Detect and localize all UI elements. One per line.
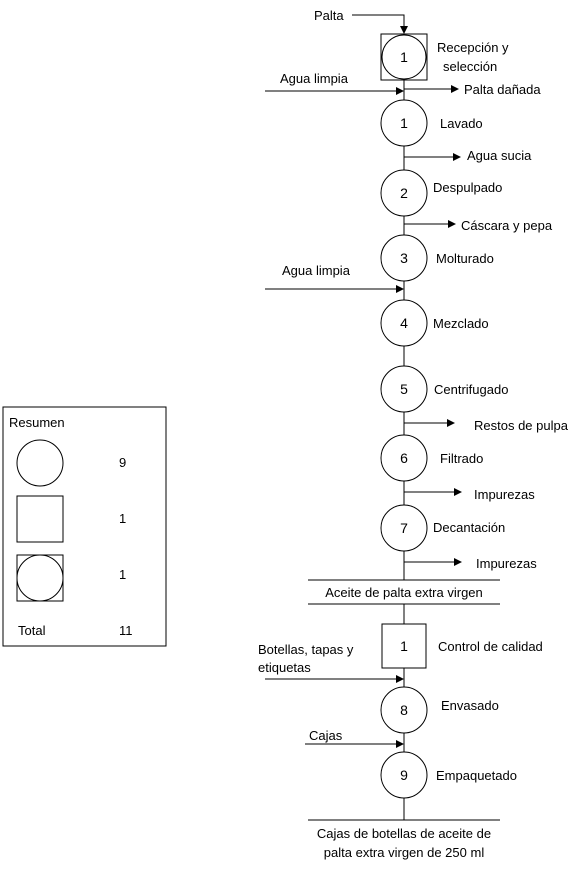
step-label: Molturado bbox=[436, 251, 494, 266]
step-envasado: 8 Envasado bbox=[380, 686, 499, 734]
output-restos-pulpa-label: Restos de pulpa bbox=[474, 418, 569, 433]
summary-total-count: 11 bbox=[119, 623, 133, 638]
summary-operation-circle bbox=[16, 439, 64, 487]
final-product-label: Cajas de botellas de aceite de bbox=[317, 826, 491, 841]
step-number: 3 bbox=[400, 250, 408, 266]
summary-inspection-square bbox=[16, 495, 64, 543]
input-agua-limpia-label: Agua limpia bbox=[280, 71, 349, 86]
step-label: Recepción y bbox=[437, 40, 509, 55]
summary-combined-count: 1 bbox=[119, 567, 126, 582]
summary-total-label: Total bbox=[18, 623, 46, 638]
summary-combined-circle bbox=[16, 554, 64, 602]
output-agua-sucia-label: Agua sucia bbox=[467, 148, 532, 163]
step-label: selección bbox=[443, 59, 497, 74]
output-impurezas-1: Impurezas bbox=[403, 483, 535, 502]
operation-circle-shape bbox=[380, 686, 428, 734]
step-number: 1 bbox=[400, 115, 408, 131]
step-recepcion-seleccion: 1 Recepción y selección bbox=[380, 33, 509, 81]
operation-circle-shape bbox=[380, 504, 428, 552]
step-molturado: 3 Molturado bbox=[380, 234, 494, 282]
output-agua-sucia: Agua sucia bbox=[403, 148, 532, 163]
step-despulpado: 2 Despulpado bbox=[380, 169, 502, 217]
operation-circle-shape bbox=[380, 365, 428, 413]
input-cajas: Cajas bbox=[305, 728, 404, 748]
step-label: Despulpado bbox=[433, 180, 502, 195]
step-number: 7 bbox=[400, 520, 408, 536]
intermediate-product: Aceite de palta extra virgen bbox=[308, 579, 500, 605]
output-impurezas-label: Impurezas bbox=[476, 556, 537, 571]
step-number: 1 bbox=[400, 49, 408, 65]
final-product: Cajas de botellas de aceite de palta ext… bbox=[308, 819, 500, 860]
input-cajas-label: Cajas bbox=[309, 728, 343, 743]
operation-circle-shape bbox=[380, 434, 428, 482]
step-label: Empaquetado bbox=[436, 768, 517, 783]
output-impurezas-label: Impurezas bbox=[474, 487, 535, 502]
step-mezclado: 4 Mezclado bbox=[380, 299, 489, 347]
step-number: 6 bbox=[400, 450, 408, 466]
operation-circle-shape bbox=[380, 234, 428, 282]
step-label: Centrifugado bbox=[434, 382, 508, 397]
intermediate-product-label: Aceite de palta extra virgen bbox=[325, 585, 483, 600]
input-agua-limpia-1: Agua limpia bbox=[265, 71, 404, 95]
step-label: Mezclado bbox=[433, 316, 489, 331]
step-lavado: 1 Lavado bbox=[380, 99, 483, 147]
step-label: Filtrado bbox=[440, 451, 483, 466]
operation-circle-shape bbox=[380, 751, 428, 799]
input-palta-label: Palta bbox=[314, 8, 344, 23]
step-empaquetado: 9 Empaquetado bbox=[380, 751, 517, 799]
output-palta-danada: Palta dañada bbox=[404, 82, 541, 97]
summary-inspections-count: 1 bbox=[119, 511, 126, 526]
summary-title: Resumen bbox=[9, 415, 65, 430]
output-impurezas-2: Impurezas bbox=[403, 553, 537, 571]
operation-circle-shape bbox=[380, 99, 428, 147]
step-control-calidad: 1 Control de calidad bbox=[381, 623, 543, 669]
input-botellas-label: etiquetas bbox=[258, 660, 311, 675]
input-botellas-label: Botellas, tapas y bbox=[258, 642, 354, 657]
step-label: Lavado bbox=[440, 116, 483, 131]
input-agua-limpia-label: Agua limpia bbox=[282, 263, 351, 278]
step-label: Decantación bbox=[433, 520, 505, 535]
step-number: 4 bbox=[400, 315, 408, 331]
input-botellas: Botellas, tapas y etiquetas bbox=[258, 642, 404, 683]
step-number: 1 bbox=[400, 638, 408, 654]
step-number: 8 bbox=[400, 702, 408, 718]
output-palta-danada-label: Palta dañada bbox=[464, 82, 541, 97]
inspection-square-shape bbox=[381, 623, 427, 669]
summary-box: Resumen 9 1 1 Total 11 bbox=[2, 406, 167, 647]
combined-circle-shape bbox=[381, 34, 427, 80]
step-label: Control de calidad bbox=[438, 639, 543, 654]
step-centrifugado: 5 Centrifugado bbox=[380, 365, 508, 413]
final-product-label: palta extra virgen de 250 ml bbox=[324, 845, 485, 860]
input-palta: Palta bbox=[314, 8, 408, 34]
summary-operations-count: 9 bbox=[119, 455, 126, 470]
operation-circle-shape bbox=[380, 169, 428, 217]
step-number: 9 bbox=[400, 767, 408, 783]
step-decantacion: 7 Decantación bbox=[380, 504, 505, 552]
step-label: Envasado bbox=[441, 698, 499, 713]
output-restos-pulpa: Restos de pulpa bbox=[403, 414, 569, 433]
step-number: 2 bbox=[400, 185, 408, 201]
operation-circle-shape bbox=[380, 299, 428, 347]
step-filtrado: 6 Filtrado bbox=[380, 434, 483, 482]
output-cascara-pepa: Cáscara y pepa bbox=[404, 218, 553, 233]
step-number: 5 bbox=[400, 381, 408, 397]
output-cascara-pepa-label: Cáscara y pepa bbox=[461, 218, 553, 233]
input-agua-limpia-2: Agua limpia bbox=[265, 263, 404, 293]
